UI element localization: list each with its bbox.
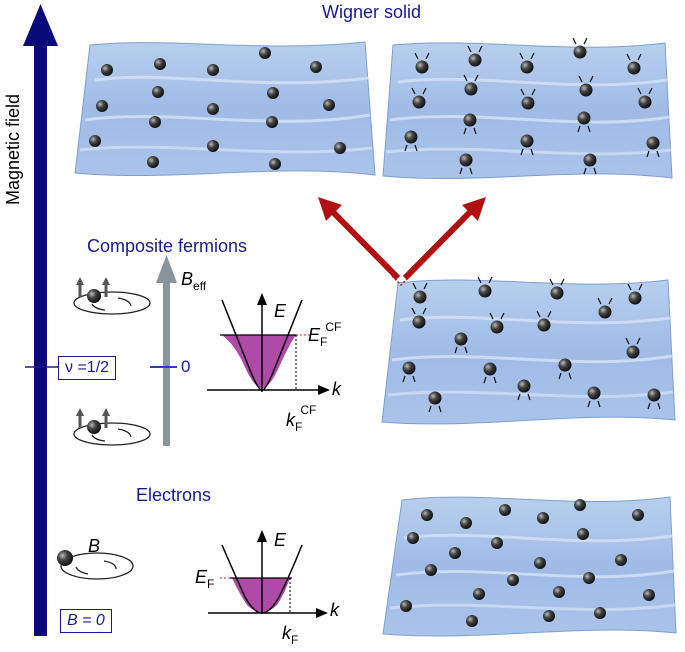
cf-ef-sub: F — [320, 335, 328, 349]
beff-axis — [150, 255, 177, 446]
el-ef-main: E — [195, 567, 208, 587]
beff-label: Beff — [181, 269, 206, 292]
el-fermi-momentum-label: kF — [282, 623, 298, 646]
heading-wigner-solid: Wigner solid — [322, 2, 422, 22]
cf-fermi-momentum-label: kF CF — [286, 404, 318, 433]
beff-zero-label: 0 — [181, 357, 191, 376]
transition-arrows — [318, 197, 486, 287]
cf-orbit-icon-upper — [73, 277, 151, 315]
cf-dispersion-plot — [207, 293, 330, 395]
el-kf-sub: F — [291, 633, 299, 647]
heading-composite-fermions: Composite fermions — [87, 236, 248, 256]
electron-liquid-particles — [400, 499, 655, 627]
cf-kf-sup: CF — [300, 403, 317, 417]
el-ef-sub: F — [207, 577, 215, 591]
beff-label-main: B — [181, 269, 194, 289]
cf-ef-main: E — [308, 325, 321, 345]
zero-field-marker-text: B = 0 — [67, 612, 105, 629]
cf-kf-sub: F — [295, 420, 303, 434]
magnetic-field-axis — [23, 4, 58, 636]
half-filling-marker: ν =1/2 — [58, 356, 117, 380]
cf-fermi-energy-label: EFCF — [308, 321, 343, 348]
el-energy-label: E — [274, 530, 287, 550]
beff-label-sub: eff — [193, 279, 207, 293]
surface-top-right — [382, 42, 673, 179]
el-fermi-energy-label: EF — [195, 567, 214, 590]
electron-dispersion-plot — [208, 530, 328, 618]
el-kf-main: k — [282, 623, 291, 643]
cf-ef-sup: CF — [325, 320, 342, 334]
zero-field-marker: B = 0 — [60, 609, 112, 633]
heading-electrons: Electrons — [136, 485, 212, 505]
cf-kf-main: k — [286, 410, 295, 430]
cf-liquid-particles — [402, 276, 661, 413]
surface-top-left — [74, 41, 376, 176]
el-momentum-label: k — [330, 600, 339, 620]
cf-orbit-icon-lower — [73, 408, 151, 446]
cf-momentum-label: k — [332, 379, 341, 399]
wigner-composite-fermions — [404, 37, 660, 175]
cf-energy-label: E — [274, 301, 287, 321]
electron-orbit-b-label: B — [88, 536, 101, 556]
wigner-electrons — [89, 47, 346, 170]
electron-orbit-icon — [57, 550, 134, 580]
